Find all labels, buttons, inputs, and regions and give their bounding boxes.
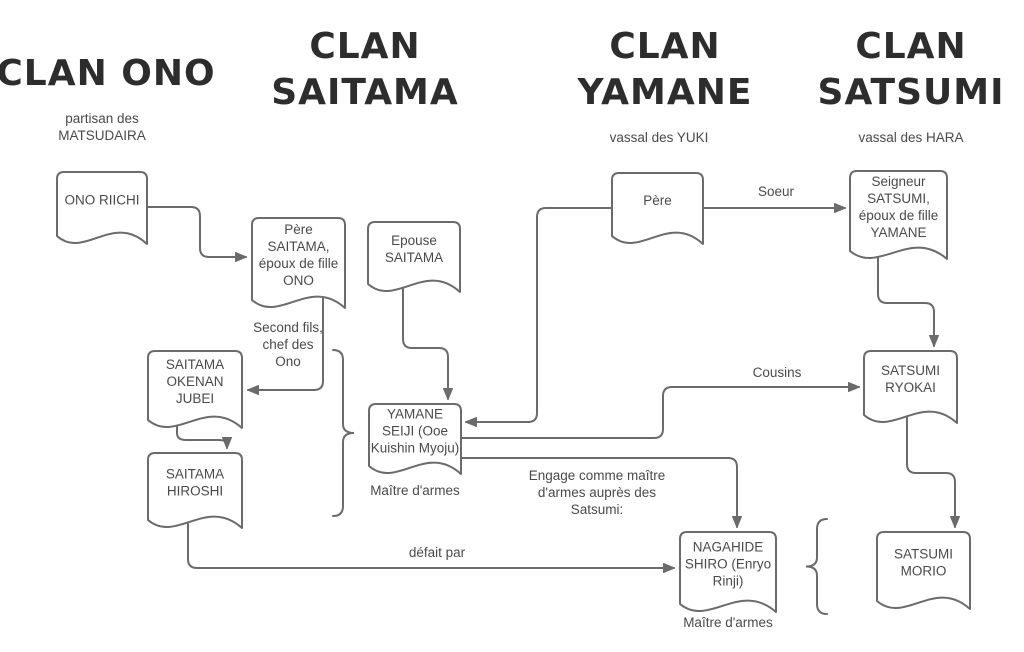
clan-title-saitama: SAITAMA — [271, 72, 459, 113]
clan-subtitle-satsumi: vassal des HARA — [858, 130, 963, 145]
node-label-seigneur-satsumi: SATSUMI, — [867, 191, 930, 206]
node-label-satsumi-morio: MORIO — [901, 564, 947, 579]
clan-title-ono: CLAN ONO — [0, 53, 216, 94]
edge-pere-saitama-to-jubei — [247, 295, 324, 395]
node-label-satsumi-ryokai: SATSUMI — [881, 363, 940, 378]
node-label-yamane-seiji: Kuishin Myoju) — [371, 441, 460, 456]
edge-yamane-seiji-to-ryokai — [460, 382, 860, 439]
node-ono-riichi — [56, 171, 148, 245]
clan-title-satsumi: CLAN — [855, 26, 966, 67]
edge-ono-riichi-to-pere-saitama — [146, 206, 247, 262]
clan-title-yamane: YAMANE — [577, 72, 753, 113]
clan-subtitle-ono: MATSUDAIRA — [58, 128, 146, 143]
node-label-pere-saitama: SAITAMA, — [267, 239, 329, 254]
node-label-yamane-seiji: YAMANE — [387, 407, 443, 422]
node-label-seigneur-satsumi: YAMANE — [870, 225, 926, 240]
edge-label-pere-saitama-to-jubei: chef des — [262, 337, 313, 352]
edge-label-yamane-seiji-to-nagahide: Satsumi: — [571, 502, 624, 517]
node-label-nagahide-shiro: Rinji) — [713, 574, 744, 589]
node-label-pere-saitama: Père — [284, 222, 313, 237]
edge-jubei-to-hiroshi — [176, 425, 232, 449]
edge-ryokai-to-morio — [906, 414, 960, 528]
node-label-nagahide-shiro: NAGAHIDE — [693, 540, 764, 555]
brace-nagahide — [805, 518, 828, 615]
clan-title-satsumi: SATSUMI — [818, 72, 1005, 113]
node-label-saitama-okenan-jubei: SAITAMA — [166, 357, 224, 372]
node-label-epouse-saitama: SAITAMA — [385, 250, 443, 265]
node-label-saitama-okenan-jubei: OKENAN — [166, 374, 223, 389]
node-caption-yamane-seiji: Maître d'armes — [370, 483, 460, 498]
node-saitama-hiroshi — [147, 452, 243, 529]
edge-label-yamane-seiji-to-ryokai: Cousins — [753, 365, 802, 380]
edge-hiroshi-to-nagahide — [187, 523, 675, 573]
edge-seigneur-to-ryokai — [877, 252, 939, 347]
node-caption-nagahide-shiro: Maître d'armes — [683, 615, 773, 630]
node-saitama-okenan-jubei — [147, 350, 243, 429]
brace-saitama-group — [332, 349, 355, 517]
clan-title-yamane: CLAN — [609, 26, 720, 67]
node-pere-saitama — [251, 217, 346, 309]
edge-yamane-seiji-to-nagahide — [460, 457, 742, 528]
node-satsumi-morio — [876, 531, 971, 610]
clan-subtitle-yamane: vassal des YUKI — [610, 130, 709, 145]
node-label-epouse-saitama: Epouse — [391, 233, 437, 248]
edge-label-pere-yamane-to-seigneur-satsumi: Soeur — [758, 184, 795, 199]
node-label-seigneur-satsumi: Seigneur — [871, 174, 926, 189]
clan-title-saitama: CLAN — [309, 26, 420, 67]
edge-pere-yamane-to-yamane-seiji — [465, 207, 613, 427]
edge-label-yamane-seiji-to-nagahide: d'armes auprès des — [538, 485, 656, 500]
node-label-satsumi-morio: SATSUMI — [894, 547, 953, 562]
edge-epouse-to-yamane-seiji — [402, 287, 453, 400]
node-label-yamane-seiji: SEIJI (Ooe — [382, 424, 448, 439]
node-label-pere-saitama: époux de fille — [259, 256, 339, 271]
node-label-nagahide-shiro: SHIRO (Enryo — [685, 557, 771, 572]
clan-subtitle-ono: partisan des — [65, 111, 139, 126]
node-nagahide-shiro — [679, 531, 777, 613]
node-label-seigneur-satsumi: époux de fille — [859, 208, 939, 223]
node-label-pere-yamane: Père — [643, 193, 672, 208]
node-label-satsumi-ryokai: RYOKAI — [885, 380, 936, 395]
node-pere-yamane — [611, 172, 704, 245]
node-label-saitama-hiroshi: SAITAMA — [166, 467, 224, 482]
node-label-ono-riichi: ONO RIICHI — [64, 193, 139, 208]
node-yamane-seiji — [368, 403, 462, 475]
node-epouse-saitama — [367, 221, 461, 293]
edge-label-pere-saitama-to-jubei: Ono — [275, 354, 301, 369]
node-seigneur-satsumi — [849, 170, 948, 260]
edge-label-pere-saitama-to-jubei: Second fils, — [253, 320, 323, 335]
edge-label-hiroshi-to-nagahide: défait par — [409, 545, 466, 560]
node-label-pere-saitama: ONO — [283, 273, 314, 288]
node-label-saitama-hiroshi: HIROSHI — [167, 484, 223, 499]
node-satsumi-ryokai — [863, 350, 958, 424]
node-label-saitama-okenan-jubei: JUBEI — [176, 391, 214, 406]
edge-label-yamane-seiji-to-nagahide: Engage comme maître — [529, 468, 666, 483]
